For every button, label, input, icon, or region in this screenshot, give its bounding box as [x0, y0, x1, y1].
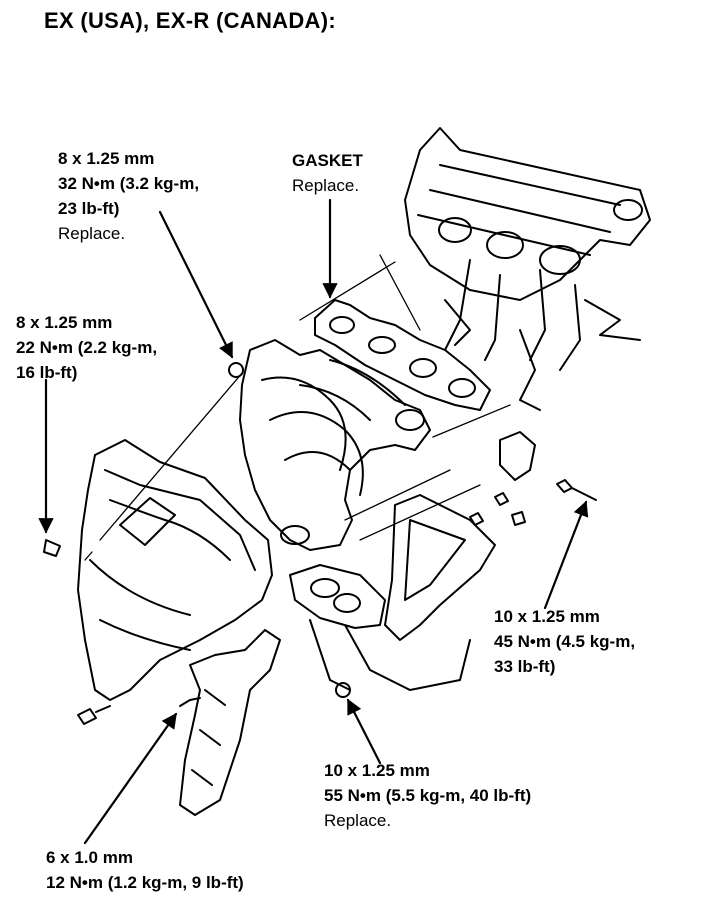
small-bolt-callout: 6 x 1.0 mm 12 N•m (1.2 kg-m, 9 lb-ft)	[46, 845, 244, 895]
fasteners	[43, 362, 597, 725]
lower-heat-shield	[179, 629, 281, 816]
upper-nut-size: 8 x 1.25 mm	[58, 149, 155, 168]
upper-nut-torque-lbft: 23 lb-ft)	[58, 199, 120, 218]
flange-nut-torque: 55 N•m (5.5 kg-m, 40 lb-ft)	[324, 786, 532, 805]
bracket-bolt-callout: 10 x 1.25 mm 45 N•m (4.5 kg-m, 33 lb-ft)	[494, 604, 635, 679]
heat-shield	[77, 439, 273, 701]
callout-arrows	[38, 198, 589, 845]
flange-nut-note: Replace.	[324, 811, 392, 830]
left-bolt-callout: 8 x 1.25 mm 22 N•m (2.2 kg-m, 16 lb-ft)	[16, 310, 157, 385]
manifold-bracket	[384, 431, 536, 641]
gasket-title: GASKET	[292, 151, 363, 170]
exhaust-manifold	[239, 339, 431, 551]
flange-nut-callout: 10 x 1.25 mm 55 N•m (5.5 kg-m, 40 lb-ft)…	[324, 758, 531, 833]
upper-nut-torque: 32 N•m (3.2 kg-m,	[58, 174, 200, 193]
flange-nut-size: 10 x 1.25 mm	[324, 761, 430, 780]
gasket-note: Replace.	[292, 176, 360, 195]
cylinder-head	[404, 127, 651, 411]
small-bolt-size: 6 x 1.0 mm	[46, 848, 133, 867]
left-bolt-size: 8 x 1.25 mm	[16, 313, 113, 332]
guide-lines	[84, 254, 511, 561]
bracket-bolt-torque-lbft: 33 lb-ft)	[494, 657, 556, 676]
upper-nut-callout: 8 x 1.25 mm 32 N•m (3.2 kg-m, 23 lb-ft) …	[58, 146, 199, 246]
exhaust-pipe	[289, 564, 471, 691]
upper-nut-note: Replace.	[58, 224, 126, 243]
left-bolt-torque-lbft: 16 lb-ft)	[16, 363, 78, 382]
diagram-heading: EX (USA), EX-R (CANADA):	[44, 8, 336, 33]
gasket-callout: GASKET Replace.	[292, 148, 363, 198]
left-bolt-torque: 22 N•m (2.2 kg-m,	[16, 338, 158, 357]
small-bolt-torque: 12 N•m (1.2 kg-m, 9 lb-ft)	[46, 873, 244, 892]
bracket-bolt-size: 10 x 1.25 mm	[494, 607, 600, 626]
bracket-bolt-torque: 45 N•m (4.5 kg-m,	[494, 632, 636, 651]
gasket	[314, 299, 491, 411]
